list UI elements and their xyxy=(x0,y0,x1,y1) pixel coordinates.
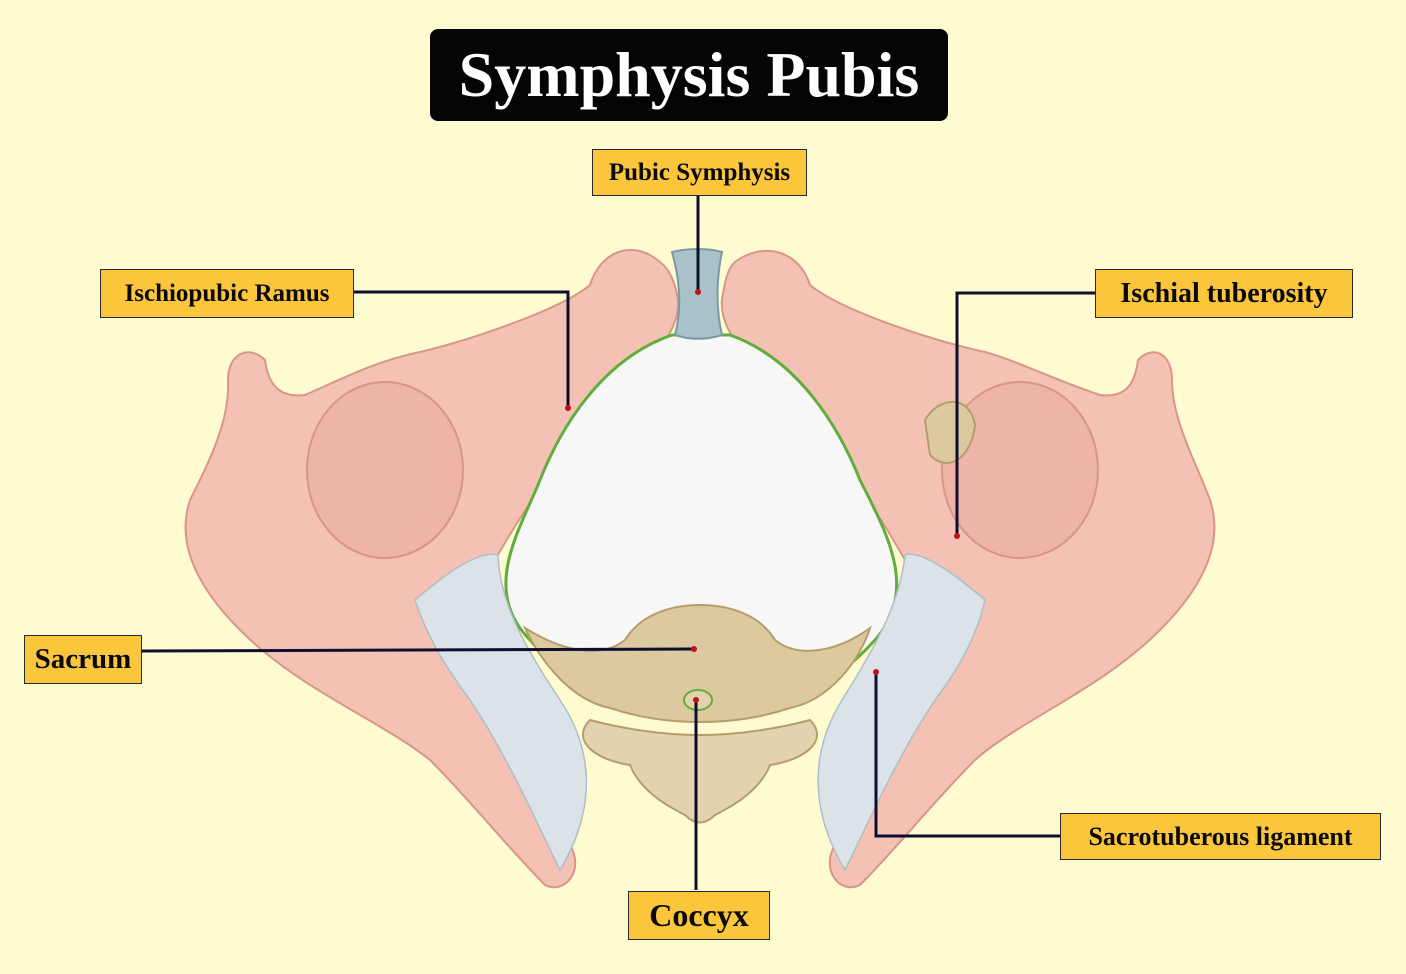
marker-sacrum xyxy=(691,646,697,652)
sacrum-bone xyxy=(522,603,872,724)
left-acetabulum xyxy=(306,381,464,559)
right-bone-notch xyxy=(923,400,977,465)
left-sacrotuberous-ligament xyxy=(414,553,587,872)
label-ischial-tuberosity: Ischial tuberosity xyxy=(1095,269,1353,318)
marker-ischiopubic-ramus xyxy=(565,405,571,411)
coccyx-bone xyxy=(582,718,818,824)
label-coccyx: Coccyx xyxy=(628,891,770,940)
leader-line-ischial-tuberosity xyxy=(955,291,1096,536)
label-pubic-symphysis: Pubic Symphysis xyxy=(592,149,807,196)
leader-line-sacrotuberous-ligament xyxy=(874,672,1060,838)
label-sacrum: Sacrum xyxy=(24,635,142,684)
marker-coccyx xyxy=(693,697,699,703)
diagram-title: Symphysis Pubis xyxy=(430,29,948,121)
label-sacrotuberous-ligament: Sacrotuberous ligament xyxy=(1060,813,1381,860)
marker-sacrotuberous-ligament xyxy=(873,669,879,675)
marker-pubic-symphysis xyxy=(695,289,701,295)
right-acetabulum xyxy=(941,381,1099,559)
leader-line-sacrum xyxy=(140,647,695,653)
leader-line-ischiopubic-ramus xyxy=(353,290,570,408)
label-ischiopubic-ramus: Ischiopubic Ramus xyxy=(100,269,354,318)
marker-ischial-tuberosity xyxy=(954,533,960,539)
right-sacrotuberous-ligament xyxy=(817,553,986,872)
